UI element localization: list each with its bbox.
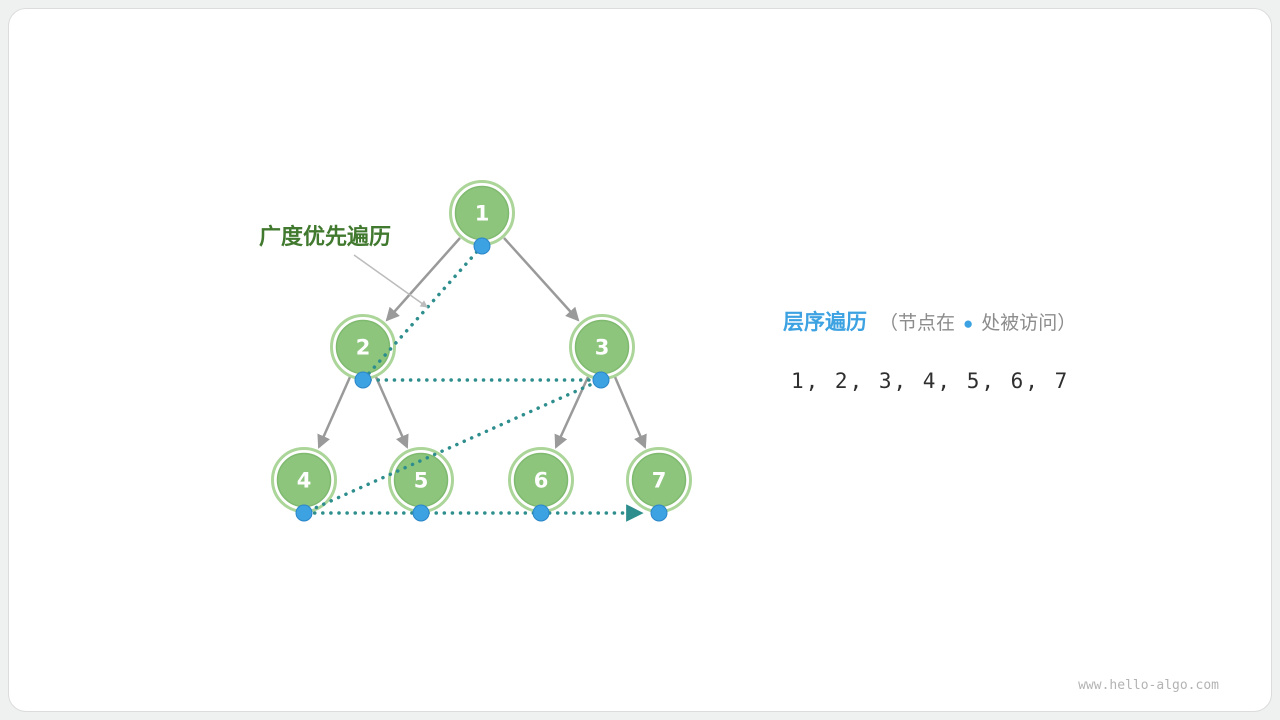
legend-note-suffix: 处被访问）: [981, 313, 1077, 334]
visit-dot-icon: ●: [963, 314, 974, 333]
tree-node-4: 4: [271, 447, 337, 513]
visit-dot-1: [473, 237, 491, 255]
visit-dot-7: [650, 504, 668, 522]
tree-edge-1-3: [503, 237, 580, 322]
visit-sequence: 1, 2, 3, 4, 5, 6, 7: [791, 369, 1070, 393]
tree-node-7: 7: [626, 447, 692, 513]
content-card: 1 2 3 4 5 6 7: [8, 8, 1272, 712]
tree-node-3: 3: [569, 314, 635, 380]
binary-tree-diagram: 1 2 3 4 5 6 7: [259, 180, 692, 522]
tree-node-1: 1: [449, 180, 515, 246]
tree-node-2-label: 2: [356, 336, 371, 360]
tree-node-6-label: 6: [534, 469, 549, 493]
tree-node-5-label: 5: [414, 469, 429, 493]
legend-panel: 层序遍历 （节点在 ● 处被访问） 1, 2, 3, 4, 5, 6, 7: [783, 306, 1243, 393]
tree-node-1-label: 1: [475, 202, 490, 226]
tree-edge-1-2: [385, 237, 461, 322]
bfs-annotation-label: 广度优先遍历: [259, 224, 391, 249]
visit-dot-3: [592, 371, 610, 389]
tree-node-5: 5: [388, 447, 454, 513]
watermark: www.hello-algo.com: [1078, 678, 1219, 693]
legend-title: 层序遍历: [783, 311, 867, 334]
legend-title-row: 层序遍历 （节点在 ● 处被访问）: [783, 306, 1243, 336]
tree-edge-3-7: [613, 376, 647, 449]
tree-node-4-label: 4: [297, 469, 312, 493]
legend-note: （节点在 ● 处被访问）: [879, 308, 1076, 335]
tree-edge-2-4: [317, 376, 352, 449]
tree-node-7-label: 7: [652, 469, 667, 493]
tree-node-6: 6: [508, 447, 574, 513]
annotation-arrow: [353, 254, 428, 308]
visit-dot-6: [532, 504, 550, 522]
visit-dot-5: [412, 504, 430, 522]
visit-dot-4: [295, 504, 313, 522]
tree-node-2: 2: [330, 314, 396, 380]
tree-node-3-label: 3: [595, 336, 610, 360]
tree-edge-2-5: [374, 376, 409, 449]
visit-dot-2: [354, 371, 372, 389]
legend-note-prefix: （节点在: [879, 313, 956, 334]
